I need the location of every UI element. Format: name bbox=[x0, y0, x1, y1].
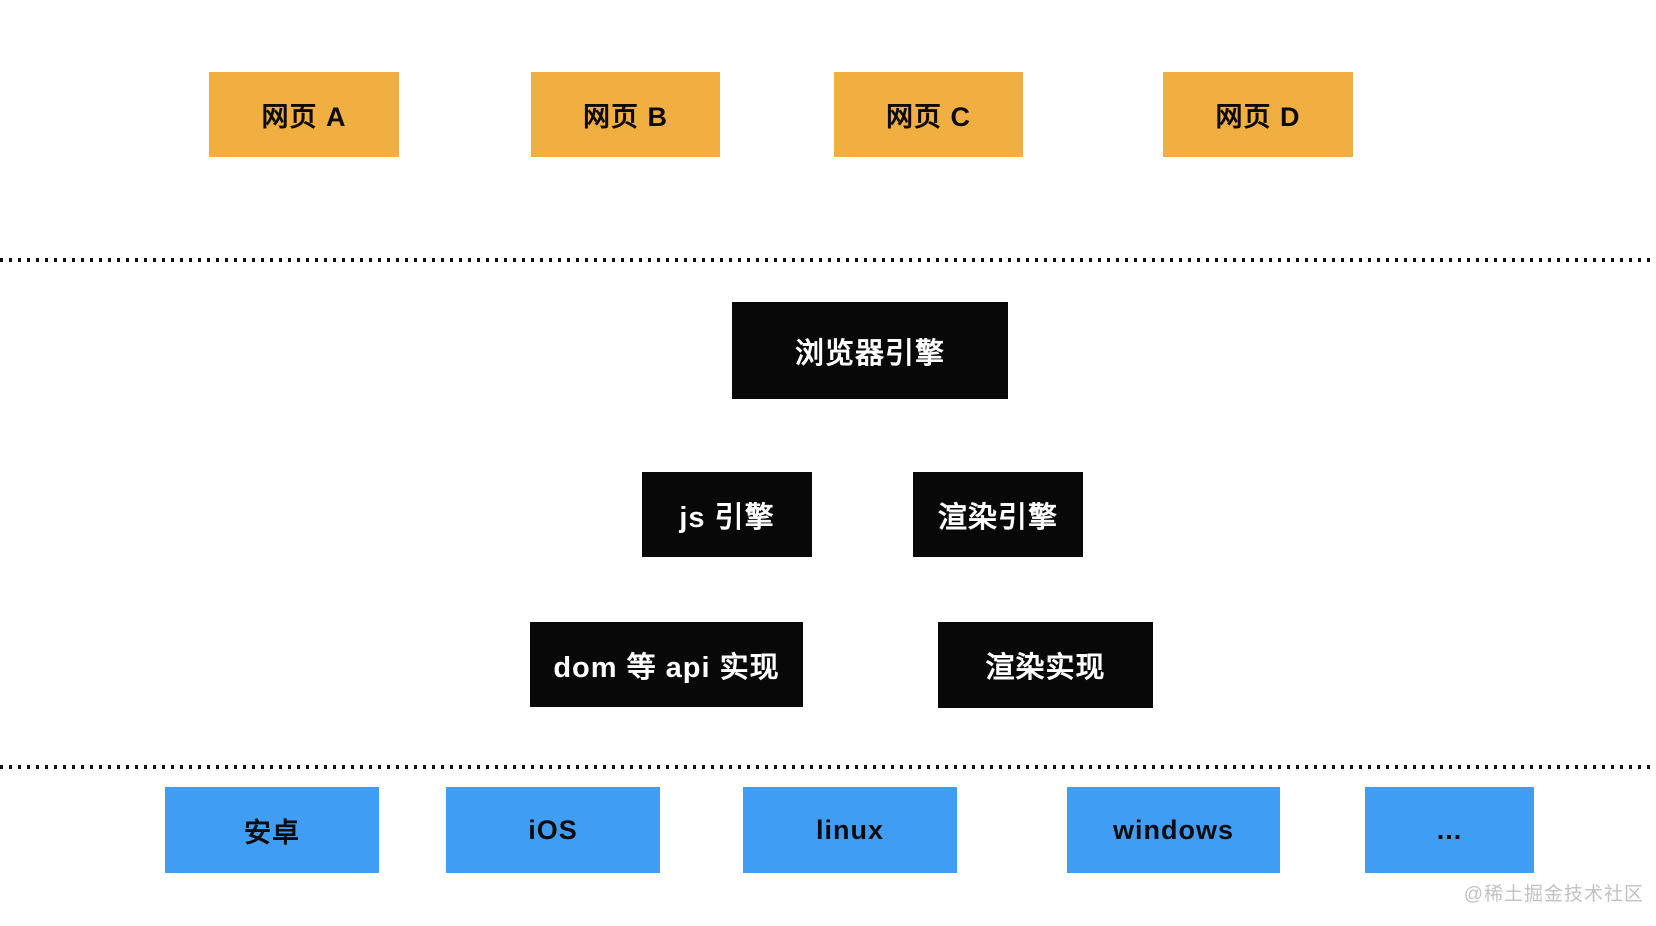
webpage-a-box: 网页 A bbox=[209, 72, 399, 157]
platform-ios-box: iOS bbox=[446, 787, 660, 873]
render-engine-box: 渲染引擎 bbox=[913, 472, 1083, 557]
platform-android-box: 安卓 bbox=[165, 787, 379, 873]
webpage-d-box: 网页 D bbox=[1163, 72, 1353, 157]
platform-linux-box: linux bbox=[743, 787, 957, 873]
platform-ellipsis-box: ... bbox=[1365, 787, 1534, 873]
webpage-c-box: 网页 C bbox=[834, 72, 1023, 157]
platform-windows-box: windows bbox=[1067, 787, 1280, 873]
dom-api-implementation-box: dom 等 api 实现 bbox=[530, 622, 803, 707]
browser-engine-box: 浏览器引擎 bbox=[732, 302, 1008, 399]
separator-dotted-line-top bbox=[0, 258, 1656, 262]
webpage-b-box: 网页 B bbox=[531, 72, 720, 157]
js-engine-box: js 引擎 bbox=[642, 472, 812, 557]
juejin-watermark: @稀土掘金技术社区 bbox=[1463, 884, 1644, 905]
render-implementation-box: 渲染实现 bbox=[938, 622, 1153, 708]
separator-dotted-line-bottom bbox=[0, 765, 1656, 769]
